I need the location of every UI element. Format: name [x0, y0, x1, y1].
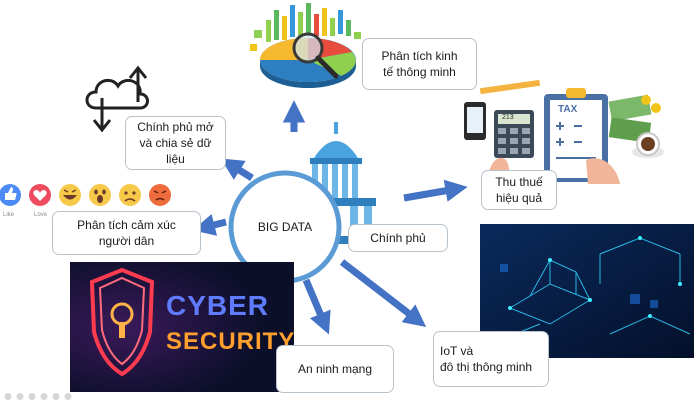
big-data-hub: BIG DATA [228, 170, 342, 284]
love-label: Love [34, 212, 48, 218]
tax-image: TAX 213 [460, 79, 668, 186]
node-iot-smart-city: IoT và đô thị thông minh [433, 331, 549, 387]
reaction-emoji-row: Like Love [0, 184, 171, 218]
sad-emoji-icon [119, 184, 141, 206]
haha-emoji-icon [59, 184, 81, 206]
cloud-sync-icon [85, 65, 149, 133]
economy-chart-image [246, 0, 368, 92]
node-cyber-security: An ninh mạng [276, 345, 394, 393]
magnifier-icon [292, 32, 339, 79]
big-data-label: BIG DATA [258, 220, 312, 234]
arrow-to-open-gov [220, 158, 254, 181]
love-icon [29, 184, 51, 206]
arrow-to-iot [339, 259, 427, 327]
tax-form-title: TAX [558, 104, 578, 115]
bar-cluster [266, 3, 351, 42]
cyber-word: CYBER [166, 290, 270, 321]
security-word: SECURITY [166, 328, 294, 355]
arrow-to-sentiment [192, 214, 227, 236]
wow-emoji-icon [89, 184, 111, 206]
like-icon [0, 184, 21, 206]
angry-emoji-icon [149, 184, 171, 206]
arrow-to-security [302, 278, 331, 335]
node-tax-collection: Thu thuế hiệu quả [481, 170, 557, 210]
cyber-security-image: CYBER SECURITY [70, 262, 294, 392]
node-economy-analysis: Phân tích kinh tế thông minh [362, 38, 477, 90]
slide-controls [4, 393, 72, 400]
arrow-to-tax [403, 179, 468, 202]
calc-display: 213 [502, 114, 514, 121]
shield-icon [89, 267, 155, 377]
like-label: Like [3, 212, 15, 218]
node-government: Chính phủ [348, 224, 448, 252]
node-open-government: Chính phủ mở và chia sẻ dữ liệu [125, 116, 226, 170]
node-sentiment-analysis: Phân tích cảm xúc người dân [52, 211, 201, 255]
